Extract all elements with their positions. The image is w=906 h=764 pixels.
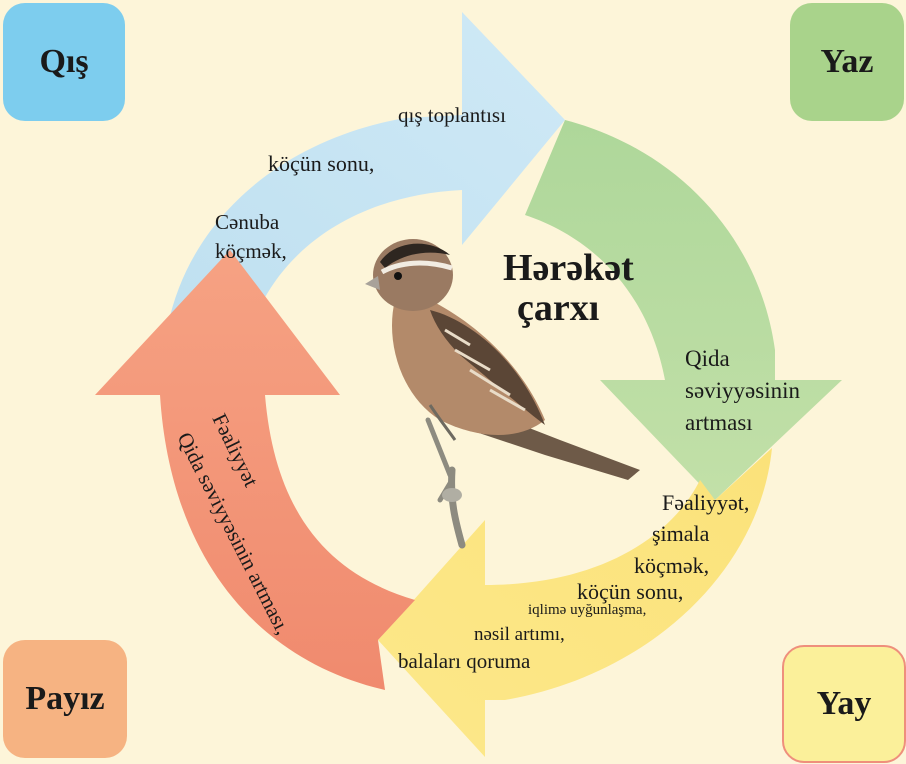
summer-label-1: Fəaliyyət, bbox=[662, 490, 749, 515]
summer-label-3: köçmək, bbox=[634, 553, 709, 578]
winter-label-2: köçün sonu, bbox=[268, 151, 374, 176]
summer-label-7: balaları qoruma bbox=[398, 649, 531, 673]
winter-label-3: Cənuba bbox=[215, 210, 280, 234]
sparrow-illustration bbox=[365, 239, 640, 549]
summer-label-6: nəsil artımı, bbox=[474, 624, 565, 645]
spring-label-1: Qida bbox=[685, 346, 730, 371]
summer-arrow bbox=[378, 448, 772, 757]
summer-label-5: iqlimə uyğunlaşma, bbox=[528, 602, 646, 618]
season-autumn-label: Payız bbox=[25, 680, 105, 717]
center-title-line-1: Hərəkət bbox=[503, 247, 634, 289]
spring-label-2: səviyyəsinin bbox=[685, 378, 800, 403]
season-spring-box: Yaz bbox=[790, 3, 904, 121]
winter-arrow bbox=[168, 12, 565, 325]
winter-label-1: qış toplantısı bbox=[398, 103, 506, 127]
spring-label-3: artması bbox=[685, 410, 753, 435]
season-summer-label: Yay bbox=[816, 685, 872, 722]
season-winter-label: Qış bbox=[39, 43, 89, 80]
summer-label-4: köçün sonu, bbox=[577, 579, 683, 604]
autumn-arrow bbox=[95, 250, 415, 690]
season-winter-box: Qış bbox=[3, 3, 125, 121]
season-spring-label: Yaz bbox=[820, 43, 874, 80]
spring-arrow bbox=[525, 120, 842, 500]
season-summer-box: Yay bbox=[782, 645, 906, 763]
summer-label-2: şimala bbox=[652, 521, 710, 546]
center-title-line-2: çarxı bbox=[517, 287, 599, 329]
winter-label-4: köçmək, bbox=[215, 239, 287, 263]
season-autumn-box: Payız bbox=[3, 640, 127, 758]
